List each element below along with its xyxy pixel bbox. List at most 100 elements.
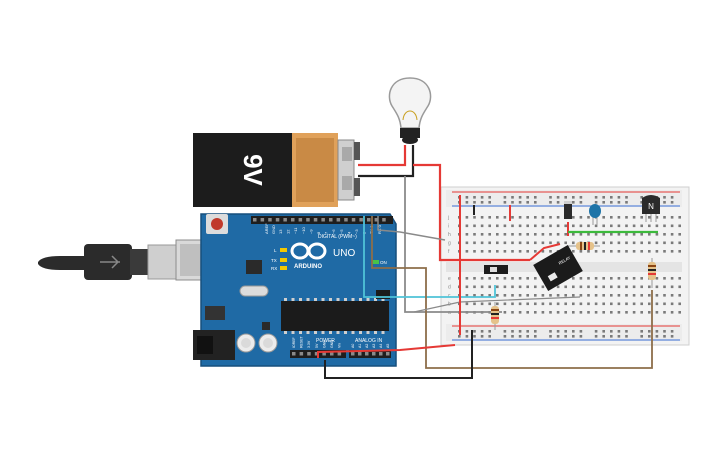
rail-hole[interactable] (473, 330, 476, 333)
breadboard-hole[interactable] (526, 311, 529, 314)
rail-hole[interactable] (549, 330, 552, 333)
rail-hole[interactable] (556, 196, 560, 199)
breadboard-hole[interactable] (678, 285, 681, 289)
rail-hole[interactable] (625, 330, 628, 333)
digital-pin[interactable] (253, 218, 257, 222)
breadboard-hole[interactable] (610, 294, 613, 297)
breadboard-hole[interactable] (480, 250, 484, 253)
breadboard-hole[interactable] (572, 285, 575, 289)
breadboard-hole[interactable] (587, 224, 590, 228)
breadboard-hole[interactable] (480, 224, 484, 228)
breadboard-hole[interactable] (617, 277, 621, 280)
breadboard-hole[interactable] (610, 224, 613, 228)
rail-hole[interactable] (503, 335, 507, 338)
breadboard-hole[interactable] (564, 302, 567, 306)
breadboard-hole[interactable] (496, 277, 499, 280)
breadboard-hole[interactable] (465, 294, 469, 297)
breadboard-hole[interactable] (541, 233, 545, 236)
breadboard-hole[interactable] (678, 311, 681, 314)
rail-hole[interactable] (670, 330, 674, 333)
breadboard-hole[interactable] (518, 224, 522, 228)
breadboard-hole[interactable] (503, 311, 507, 314)
analog-pin[interactable] (372, 352, 376, 356)
power-pin[interactable] (322, 352, 326, 356)
breadboard-hole[interactable] (640, 294, 643, 297)
rail-hole[interactable] (488, 201, 491, 204)
breadboard-hole[interactable] (503, 302, 507, 306)
rail-hole[interactable] (670, 201, 674, 204)
breadboard-hole[interactable] (465, 241, 469, 245)
breadboard-hole[interactable] (579, 277, 583, 280)
breadboard-hole[interactable] (594, 311, 598, 314)
rail-hole[interactable] (594, 196, 598, 199)
rail-hole[interactable] (526, 335, 529, 338)
digital-pin[interactable] (351, 218, 356, 222)
breadboard-hole[interactable] (579, 233, 583, 236)
rail-hole[interactable] (617, 201, 621, 204)
breadboard-hole[interactable] (663, 224, 666, 228)
diode[interactable] (564, 201, 572, 219)
breadboard-hole[interactable] (655, 302, 659, 306)
breadboard-hole[interactable] (488, 302, 491, 306)
breadboard-hole[interactable] (549, 241, 552, 245)
analog-pin[interactable] (358, 352, 362, 356)
led[interactable] (589, 204, 601, 225)
breadboard-hole[interactable] (670, 216, 674, 219)
rail-hole[interactable] (503, 196, 507, 199)
digital-pin[interactable] (283, 218, 287, 222)
digital-pin[interactable] (367, 218, 371, 222)
rail-hole[interactable] (480, 196, 484, 199)
rail-hole[interactable] (594, 335, 598, 338)
breadboard-hole[interactable] (663, 233, 666, 236)
breadboard-hole[interactable] (617, 285, 621, 289)
breadboard-hole[interactable] (579, 311, 583, 314)
transistor-npn[interactable]: N (642, 195, 660, 222)
breadboard-hole[interactable] (663, 241, 666, 245)
rail-hole[interactable] (534, 201, 537, 204)
breadboard-hole[interactable] (541, 285, 545, 289)
digital-pin[interactable] (275, 218, 280, 222)
digital-pin[interactable] (306, 218, 310, 222)
breadboard-hole[interactable] (496, 285, 499, 289)
breadboard-hole[interactable] (564, 311, 567, 314)
breadboard-hole[interactable] (602, 250, 605, 253)
breadboard-hole[interactable] (480, 294, 484, 297)
breadboard-hole[interactable] (648, 233, 651, 236)
rail-hole[interactable] (625, 196, 628, 199)
breadboard-hole[interactable] (518, 277, 522, 280)
rail-hole[interactable] (663, 201, 666, 204)
digital-pin[interactable] (382, 218, 386, 222)
rail-hole[interactable] (640, 196, 643, 199)
breadboard-hole[interactable] (556, 216, 560, 219)
breadboard-hole[interactable] (610, 233, 613, 236)
breadboard-hole[interactable] (648, 294, 651, 297)
breadboard-hole[interactable] (655, 294, 659, 297)
breadboard-hole[interactable] (648, 302, 651, 306)
breadboard-hole[interactable] (549, 224, 552, 228)
breadboard-hole[interactable] (488, 216, 491, 219)
breadboard-hole[interactable] (526, 241, 529, 245)
breadboard-hole[interactable] (648, 311, 651, 314)
rail-hole[interactable] (655, 330, 659, 333)
rail-hole[interactable] (625, 201, 628, 204)
breadboard-hole[interactable] (670, 277, 674, 280)
rail-hole[interactable] (594, 330, 598, 333)
breadboard-hole[interactable] (541, 216, 545, 219)
power-pin[interactable] (314, 352, 319, 356)
breadboard-hole[interactable] (526, 277, 529, 280)
breadboard-hole[interactable] (480, 277, 484, 280)
breadboard-hole[interactable] (465, 250, 469, 253)
breadboard-hole[interactable] (602, 285, 605, 289)
digital-pin[interactable] (268, 218, 272, 222)
rail-hole[interactable] (488, 335, 491, 338)
rail-hole[interactable] (503, 201, 507, 204)
breadboard-hole[interactable] (541, 241, 545, 245)
breadboard-hole[interactable] (670, 302, 674, 306)
breadboard-hole[interactable] (663, 250, 666, 253)
breadboard-hole[interactable] (541, 302, 545, 306)
breadboard-hole[interactable] (678, 224, 681, 228)
breadboard-hole[interactable] (511, 311, 514, 314)
rail-hole[interactable] (534, 335, 537, 338)
breadboard-hole[interactable] (640, 224, 643, 228)
breadboard-hole[interactable] (488, 294, 491, 297)
